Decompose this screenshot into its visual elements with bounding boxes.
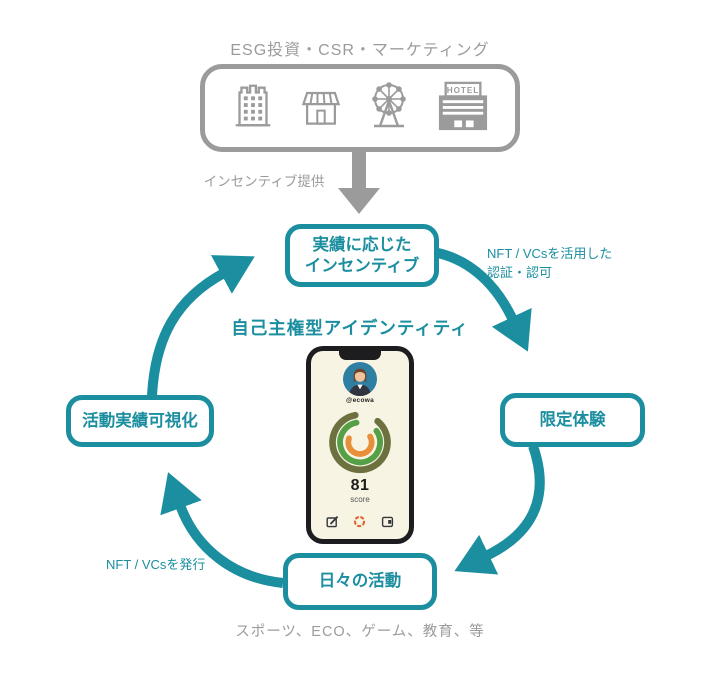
label-nft-auth: NFT / VCsを活用した 認証・認可 <box>487 245 612 283</box>
node-activity-visualization-label: 活動実績可視化 <box>82 411 198 430</box>
incentive-label: インセンティブ提供 <box>203 174 325 189</box>
node-incentive-line1: 実績に応じた <box>312 235 412 254</box>
phone-notch <box>339 351 381 360</box>
progress-ring-icon <box>354 515 366 528</box>
label-nft-auth-line1: NFT / VCsを活用した <box>487 246 613 261</box>
score-label: score <box>350 495 370 504</box>
username: @ecowa <box>345 397 374 404</box>
provider-box: HOTEL <box>200 64 520 152</box>
score-gauge <box>329 411 391 474</box>
office-building-icon <box>227 80 279 137</box>
hotel-sign-label: HOTEL <box>446 86 479 95</box>
incentive-down-arrow <box>338 150 380 214</box>
label-nft-auth-line2: 認証・認可 <box>487 264 553 280</box>
app-icon-row <box>326 515 395 528</box>
arc-left-to-top <box>147 255 255 397</box>
arc-right-to-bottom <box>454 444 545 575</box>
activities-caption: スポーツ、ECO、ゲーム、教育、等 <box>235 624 485 640</box>
node-activity-visualization: 活動実績可視化 <box>66 395 214 447</box>
hotel-icon: HOTEL <box>433 80 493 137</box>
node-exclusive-experience-label: 限定体験 <box>539 410 606 429</box>
node-incentive: 実績に応じた インセンティブ <box>285 224 439 287</box>
label-nft-issue: NFT / VCsを発行 <box>106 557 206 572</box>
provider-title: ESG投資・CSR・マーケティング <box>230 42 490 59</box>
node-incentive-line2: インセンティブ <box>304 256 420 275</box>
phone-screen: @ecowa 81 score <box>311 351 409 539</box>
smartphone-mockup: @ecowa 81 score <box>306 346 414 544</box>
ferris-wheel-icon <box>362 79 416 138</box>
node-daily-activities: 日々の活動 <box>283 553 437 610</box>
node-exclusive-experience: 限定体験 <box>500 393 645 447</box>
wallet-icon <box>382 516 394 528</box>
center-title: 自己主権型アイデンティティ <box>231 318 469 338</box>
score-value: 81 <box>350 477 370 494</box>
user-avatar <box>343 362 377 396</box>
node-daily-activities-label: 日々の活動 <box>318 572 402 591</box>
arc-bottom-to-left <box>160 472 284 588</box>
checklist-icon <box>326 515 338 528</box>
arc-top-to-right <box>436 248 532 352</box>
shop-icon <box>296 81 346 136</box>
